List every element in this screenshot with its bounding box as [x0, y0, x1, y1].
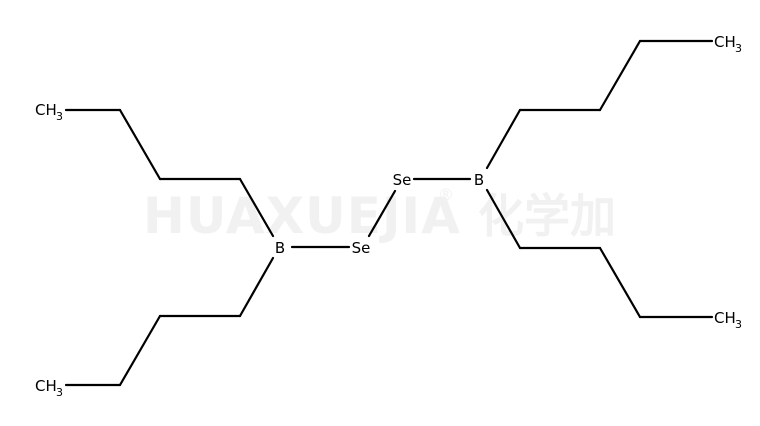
methyl-lower-left-subscript: 3	[56, 386, 63, 399]
bond-boron-c1-lower-right	[485, 188, 522, 250]
bond-c2-c3-lower-left	[118, 314, 162, 387]
atom-selenium-upper: Se	[393, 171, 412, 189]
bond-c2-c3-upper-right	[598, 39, 642, 112]
bond-selenium-selenium	[367, 189, 397, 238]
methyl-upper-right-ch: CH	[714, 33, 736, 51]
methyl-lower-left: CH 3	[35, 377, 63, 399]
methyl-lower-left-ch: CH	[35, 377, 57, 395]
methyl-lower-right-subscript: 3	[735, 318, 742, 331]
methyl-upper-right-subscript: 3	[735, 42, 742, 55]
watermark-cjk: 化学加	[478, 189, 616, 243]
bond-c1-c2-upper-left	[118, 108, 162, 181]
atom-boron-right: B	[474, 171, 484, 189]
atom-selenium-lower: Se	[352, 239, 371, 257]
bond-boron-c1-lower-left	[238, 256, 275, 318]
methyl-lower-right: CH 3	[714, 309, 742, 331]
atom-labels: B Se Se B CH 3 CH 3 CH 3 CH 3	[35, 33, 742, 399]
methyl-upper-left: CH 3	[35, 101, 63, 123]
watermark: HUAXUEJIA ® 化学加	[143, 185, 616, 245]
bond-boron-c1-upper-right	[485, 108, 522, 170]
methyl-upper-left-ch: CH	[35, 101, 57, 119]
watermark-registered-mark: ®	[438, 185, 454, 204]
atom-boron-left: B	[275, 239, 285, 257]
bonds	[64, 39, 714, 387]
methyl-upper-left-subscript: 3	[56, 110, 63, 123]
methyl-lower-right-ch: CH	[714, 309, 736, 327]
watermark-latin: HUAXUEJIA	[143, 187, 461, 245]
bond-c3-boron-upper-left	[238, 177, 275, 238]
methyl-upper-right: CH 3	[714, 33, 742, 55]
bond-c2-c3-lower-right	[598, 246, 642, 319]
